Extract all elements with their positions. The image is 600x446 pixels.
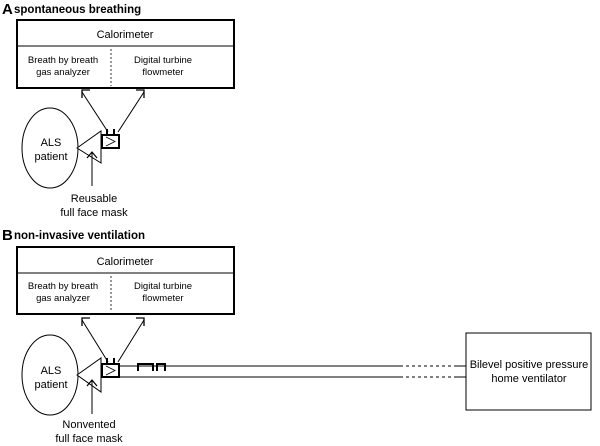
arrowhead-gas-analyzer (81, 89, 90, 98)
flowmeter-label-line2: flowmeter (142, 293, 183, 304)
arrowhead-flowmeter (136, 317, 145, 326)
calorimeter-label: Calorimeter (97, 256, 154, 268)
arrow-to-flowmeter (117, 91, 145, 133)
panel-a-letter: A (2, 1, 13, 18)
patient-label-line1: ALS (41, 365, 62, 377)
flowmeter-label-line1: Digital turbine (134, 55, 192, 66)
panel-a-title: spontaneous breathing (14, 4, 141, 16)
connector-left-bracket (137, 363, 154, 371)
mask-label-line2: full face mask (55, 433, 123, 445)
panel-b-letter: B (2, 227, 13, 244)
flowmeter-label-line1: Digital turbine (134, 281, 192, 292)
ventilator-label-line1: Bilevel positive pressure (470, 359, 589, 371)
panel-a: A spontaneous breathing Calorimeter Brea… (2, 1, 235, 219)
arrow-to-gas-analyzer (81, 91, 109, 133)
flowmeter-label-line2: flowmeter (142, 67, 183, 78)
turbine-sensor (101, 363, 120, 378)
arrowhead-gas-analyzer (81, 317, 90, 326)
mask-pointer-arrowhead (86, 379, 98, 387)
arrow-to-gas-analyzer (81, 319, 109, 363)
patient-label-line2: patient (34, 379, 67, 391)
turbine-sensor (101, 134, 120, 149)
arrowhead-flowmeter (136, 89, 145, 98)
panel-b-title: non-invasive ventilation (14, 230, 145, 242)
patient-label-line1: ALS (41, 137, 62, 149)
calorimeter-box (16, 246, 235, 315)
calorimeter-label: Calorimeter (97, 29, 154, 41)
turbine-symbol (105, 136, 116, 147)
gas-analyzer-label-line1: Breath by breath (28, 55, 98, 66)
ventilator-box (465, 332, 592, 411)
mask-label-line2: full face mask (60, 207, 128, 219)
mask-label-line1: Reusable (71, 193, 117, 205)
full-face-mask (76, 357, 102, 393)
gas-analyzer-label-line2: gas analyzer (36, 293, 90, 304)
panel-b: B non-invasive ventilation Calorimeter B… (2, 227, 592, 445)
patient-label-line2: patient (34, 151, 67, 163)
ventilator-label-line2: home ventilator (491, 373, 567, 385)
mask-label-line1: Nonvented (62, 419, 115, 431)
full-face-mask (76, 130, 102, 164)
gas-analyzer-label-line1: Breath by breath (28, 281, 98, 292)
turbine-symbol (105, 365, 116, 376)
mask-pointer-arrowhead (86, 151, 98, 159)
connector-right-bracket (156, 363, 166, 371)
arrow-to-flowmeter (117, 319, 145, 363)
gas-analyzer-label-line2: gas analyzer (36, 67, 90, 78)
calorimeter-box (16, 19, 235, 89)
